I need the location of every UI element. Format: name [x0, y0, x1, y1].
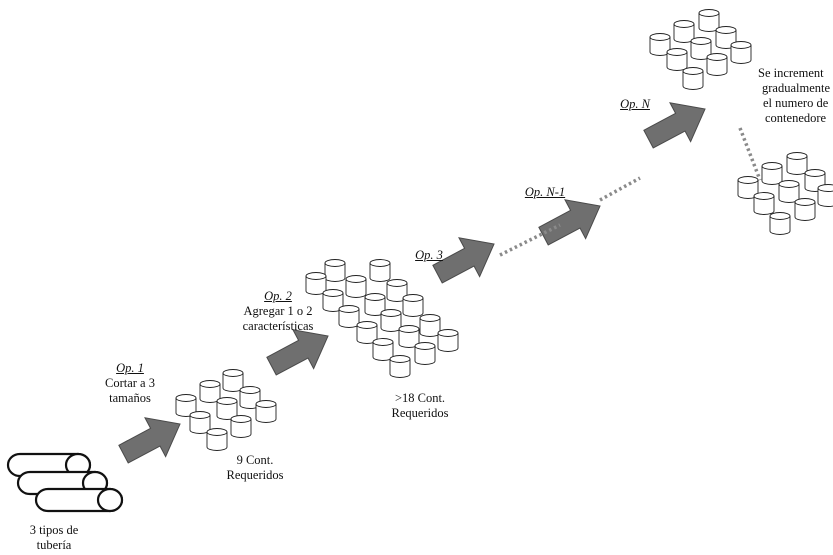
container-icon: [769, 212, 791, 235]
container-icon: [222, 369, 244, 392]
container-icon: [817, 184, 833, 207]
container-icon: [753, 192, 775, 215]
container-icon: [369, 259, 391, 282]
op1-title: Op. 1: [116, 361, 144, 375]
stage1-container-label: 9 Cont. Requeridos: [226, 453, 284, 482]
container-icon: [666, 48, 688, 71]
container-icon: [324, 259, 346, 282]
container-icon: [402, 294, 424, 317]
container-icon: [673, 20, 695, 43]
container-icon: [761, 162, 783, 185]
container-cluster: [175, 369, 277, 451]
container-icon: [345, 275, 367, 298]
opn1-title: Op. N-1: [524, 185, 566, 199]
container-icon: [414, 342, 436, 365]
container-icon: [230, 415, 252, 438]
container-icon: [794, 198, 816, 221]
container-icon: [199, 380, 221, 403]
container-icon: [389, 355, 411, 378]
opn-title: Op. N: [620, 97, 650, 111]
op2-label: Op. 2 Agregar 1 o 2 características: [218, 289, 338, 334]
container-icon: [206, 428, 228, 451]
container-icon: [706, 53, 728, 76]
container-icon: [682, 67, 704, 90]
growth-note: Se increment gradualmente el numero de c…: [758, 66, 831, 125]
dotted-connector: [499, 223, 561, 257]
start-label: 3 tipos de tubería: [29, 523, 79, 552]
container-icon: [372, 338, 394, 361]
dotted-connector: [738, 127, 762, 181]
container-icon: [419, 314, 441, 337]
container-icon: [698, 9, 720, 32]
op1-label: Op. 1 Cortar a 3 tamaños: [85, 361, 175, 406]
pipe-icon: [34, 487, 124, 513]
op3-title: Op. 3: [415, 248, 443, 262]
container-cluster: [737, 152, 833, 235]
container-icon: [380, 309, 402, 332]
container-icon: [189, 411, 211, 434]
container-icon: [786, 152, 808, 175]
container-icon: [437, 329, 459, 352]
stage2-container-label: >18 Cont. Requeridos: [391, 391, 449, 420]
container-cluster: [649, 9, 752, 90]
container-icon: [255, 400, 277, 423]
op2-title: Op. 2: [264, 289, 292, 303]
container-icon: [730, 41, 752, 64]
container-icon: [338, 305, 360, 328]
container-icon: [778, 180, 800, 203]
dotted-connector: [599, 176, 641, 202]
